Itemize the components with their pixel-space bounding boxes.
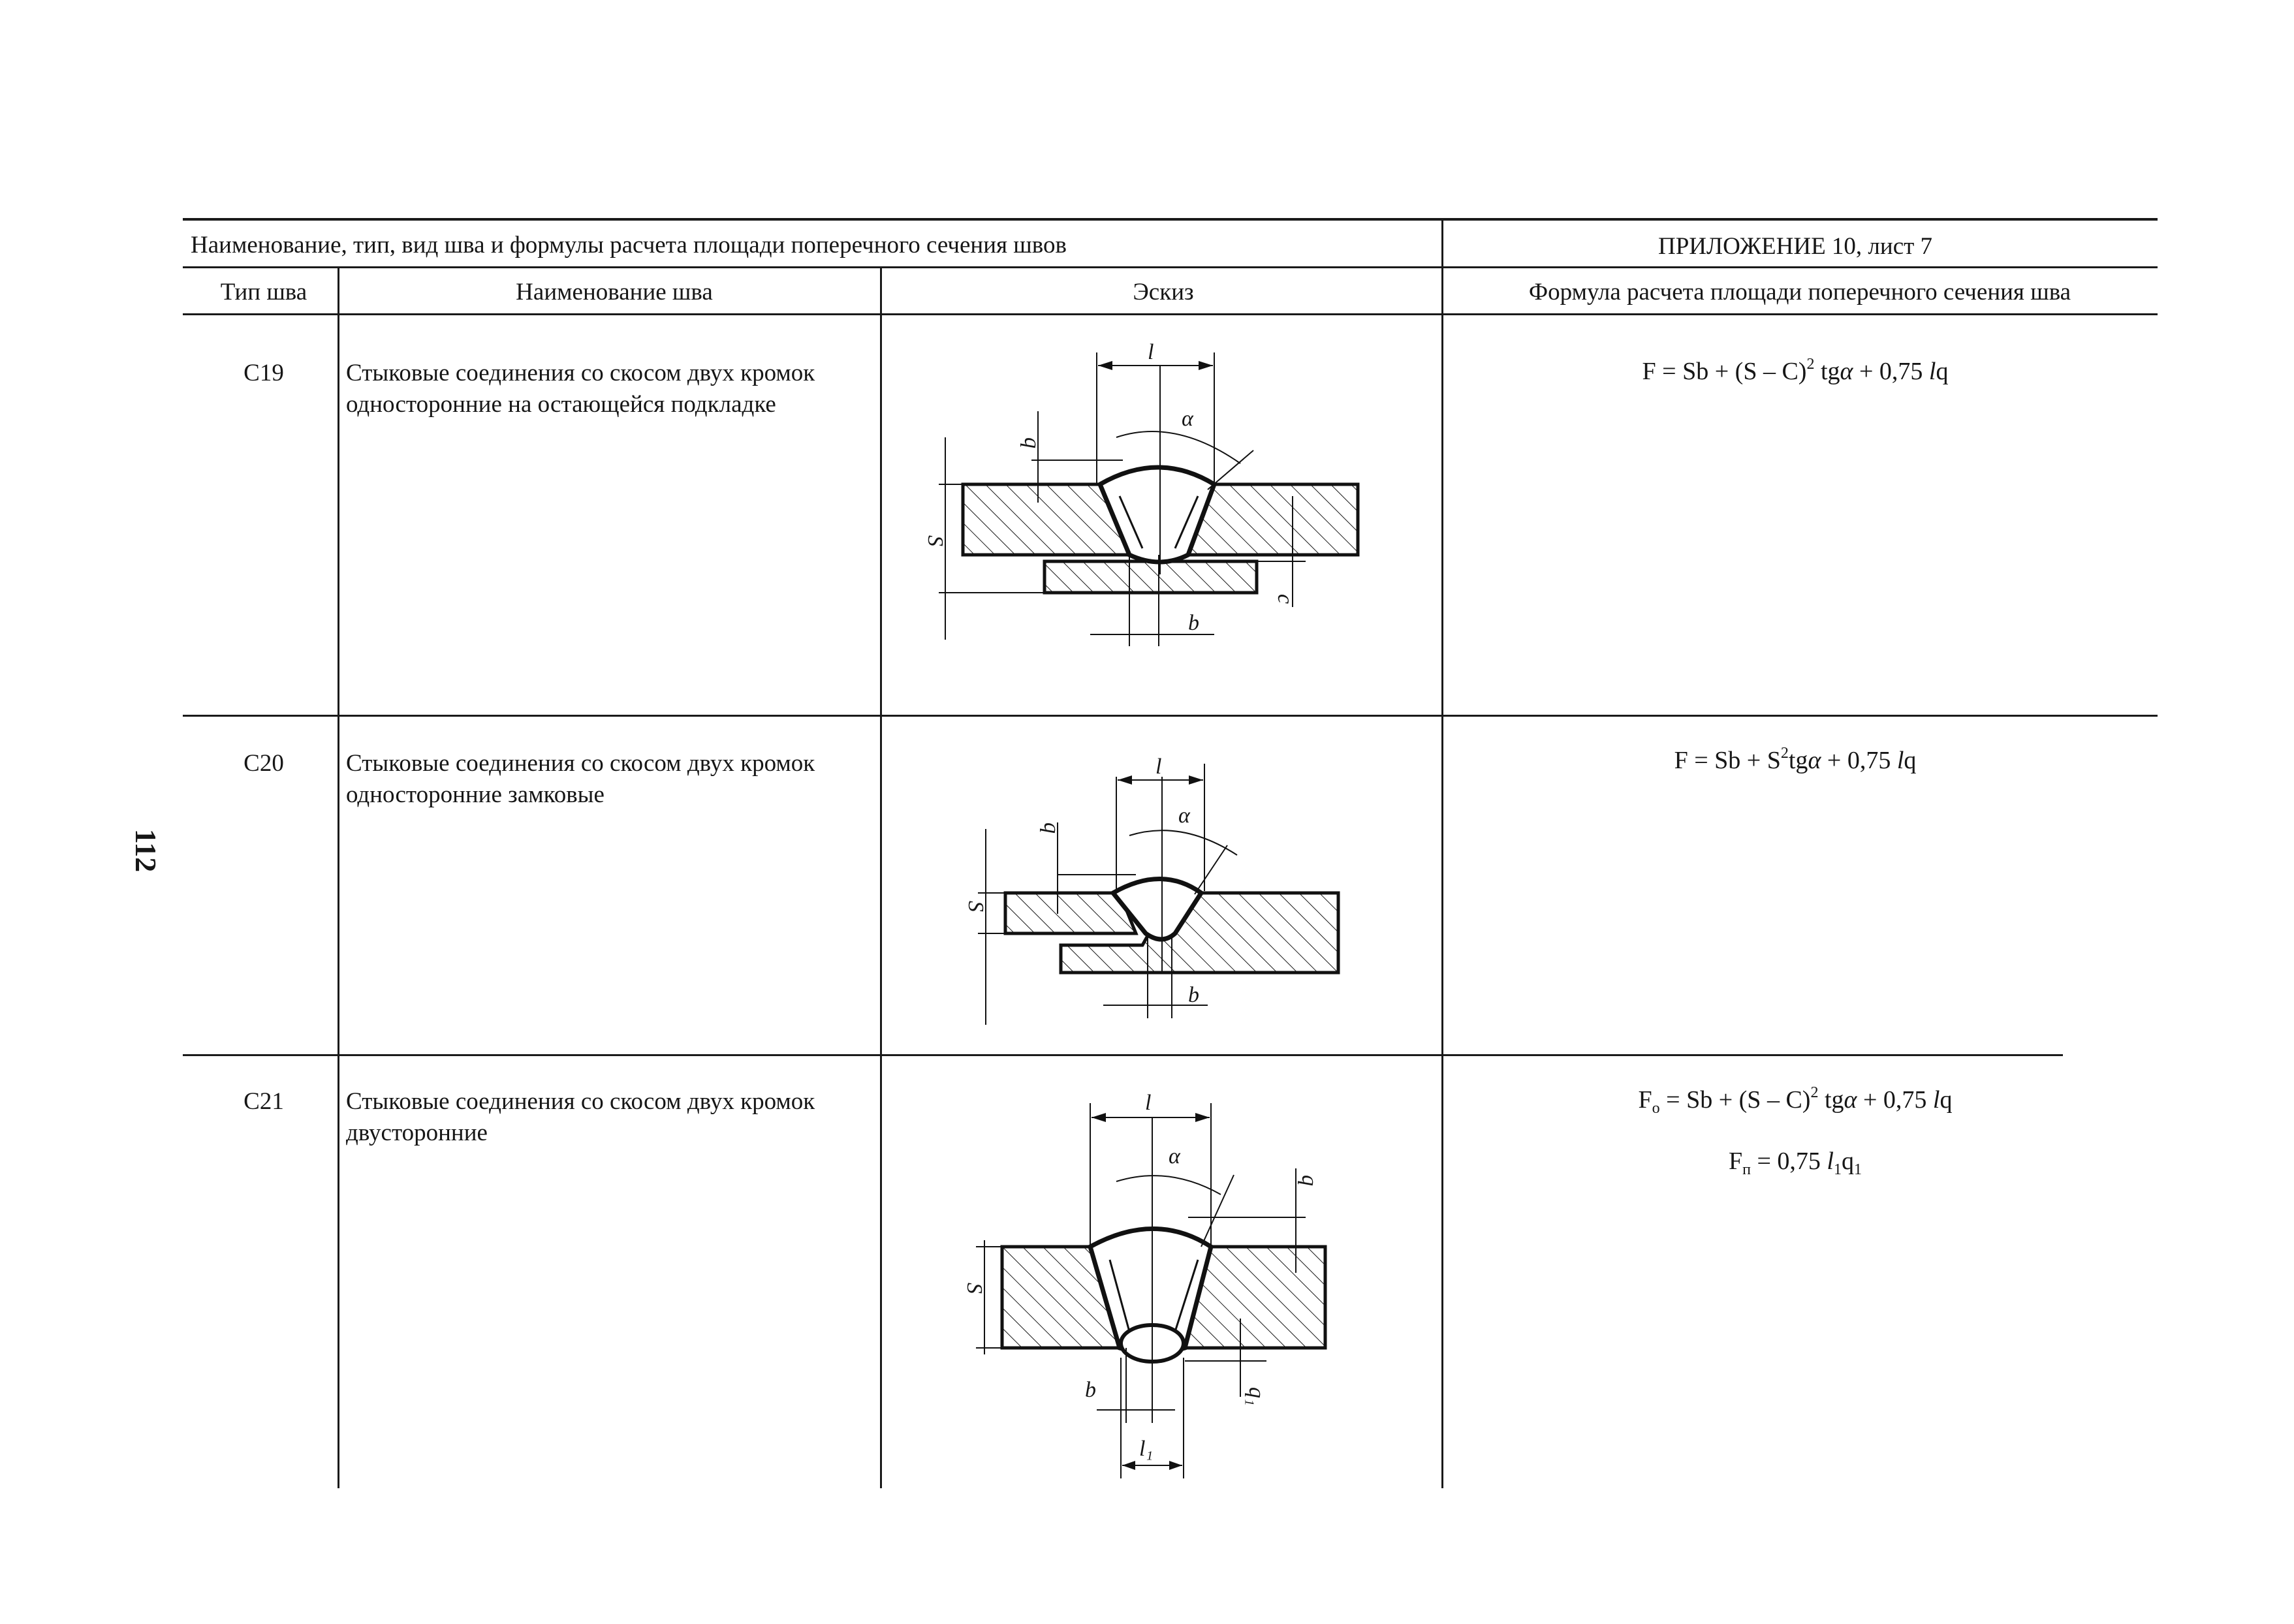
col-rule-1 [338, 268, 339, 1488]
row-divider-1 [183, 715, 2158, 717]
sketch-c21: l α q S q₁ b l₁ [962, 1091, 1327, 1478]
dim-label-alpha: α [1169, 1144, 1181, 1168]
dim-label-l: l [1145, 1091, 1151, 1115]
row-formula: F = Sb + (S – C)2 tgα + 0,75 lq [1642, 356, 1949, 385]
row-formula: F = Sb + S2tgα + 0,75 lq [1674, 745, 1917, 774]
column-header-name: Наименование шва [516, 279, 713, 305]
row-divider-2 [183, 1054, 2063, 1056]
dim-label-q: q [1297, 1175, 1321, 1186]
dim-label-alpha: α [1178, 804, 1191, 828]
dim-label-q: q [1039, 822, 1063, 834]
header-divider-rule [183, 266, 2158, 268]
sketch-c20: l α q S b [964, 755, 1340, 1025]
page-number: 112 [129, 828, 163, 873]
row-type-code: С20 [244, 750, 284, 777]
dim-label-l: l [1148, 340, 1154, 364]
dim-label-c: c [1273, 594, 1297, 604]
col-rule-3 [1441, 218, 1443, 1488]
dim-label-alpha: α [1182, 407, 1194, 431]
dim-label-s: S [962, 1283, 986, 1294]
column-header-formula: Формула расчета площади поперечного сече… [1528, 279, 2071, 305]
column-header-sketch: Эскиз [1133, 279, 1194, 305]
column-header-bottom-rule [183, 313, 2158, 315]
dim-label-b: b [1085, 1378, 1096, 1402]
column-header-type: Тип шва [220, 279, 307, 305]
dim-label-q: q [1020, 437, 1044, 448]
dim-label-q1: q₁ [1244, 1387, 1268, 1406]
dim-label-b: b [1188, 983, 1199, 1007]
col-rule-2 [880, 268, 882, 1488]
dim-label-s: S [964, 901, 988, 912]
row-formula-penetration: Fп = 0,75 l1q1 [1729, 1148, 1862, 1178]
dim-label-b: b [1188, 611, 1199, 635]
row-formula: Fo = Sb + (S – C)2 tgα + 0,75 lq [1638, 1084, 1953, 1117]
appendix-sheet-label: ПРИЛОЖЕНИЕ 10, лист 7 [1658, 233, 1933, 260]
row-weld-name: Стыковые соединения со скосом двух кромо… [346, 1088, 815, 1146]
dim-label-l1: l₁ [1139, 1437, 1153, 1461]
left-plate [1003, 891, 1139, 935]
sketch-c19: l α q S c b [923, 340, 1360, 646]
weld-bead [1109, 877, 1204, 942]
row-type-code: С19 [244, 360, 284, 386]
table-main-title: Наименование, тип, вид шва и формулы рас… [191, 232, 1067, 258]
row-weld-name: Стыковые соединения со скосом двух кромо… [346, 750, 815, 808]
dim-label-l: l [1155, 755, 1161, 779]
backing-strip [1043, 559, 1259, 595]
table-top-rule [183, 218, 2158, 221]
right-plate [1186, 482, 1360, 557]
dim-label-s: S [923, 535, 947, 546]
row-type-code: С21 [244, 1088, 284, 1115]
row-weld-name: Стыковые соединения со скосом двух кромо… [346, 360, 815, 418]
